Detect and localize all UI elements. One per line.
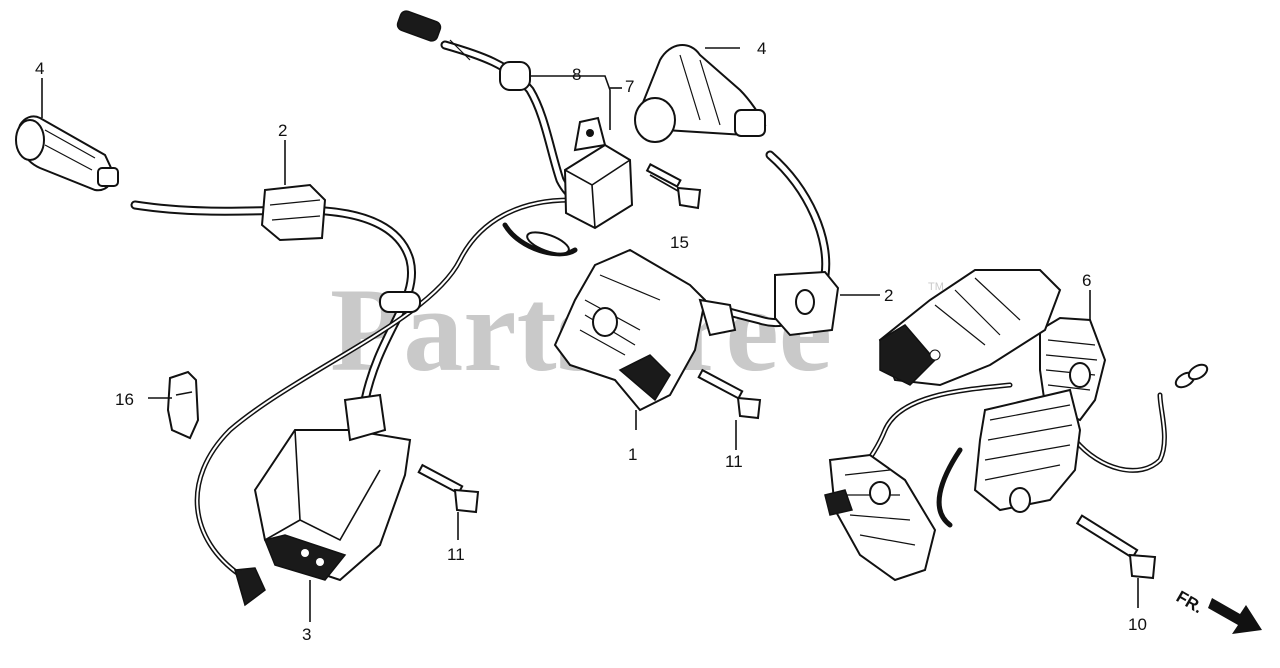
callout-1: 1 — [628, 445, 637, 464]
wire-terminals — [1174, 363, 1209, 389]
callout-10: 10 — [1128, 615, 1147, 634]
callout-8: 8 — [572, 65, 581, 84]
bolt-part-15 — [645, 163, 702, 210]
spark-plug-cap-left — [15, 115, 119, 192]
leader-lines — [41, 47, 1139, 622]
callout-labels: 4 2 8 7 4 15 2 6 16 1 11 11 3 10 — [35, 39, 1147, 644]
callout-3: 3 — [302, 625, 311, 644]
front-arrow-icon — [1208, 598, 1262, 634]
bolt-part-11-right — [697, 368, 762, 420]
callout-16: 16 — [115, 390, 134, 409]
callout-11-right: 11 — [725, 452, 743, 471]
wire-clamp-right — [774, 270, 840, 337]
bolt-part-11-left — [417, 463, 480, 514]
front-direction-marker: FR. — [1173, 587, 1262, 634]
callout-11-left: 11 — [447, 545, 465, 564]
wire-grommet — [379, 291, 421, 313]
callout-4-left: 4 — [35, 59, 44, 78]
ignition-coil-part-1 — [553, 248, 737, 412]
ignition-coil-part-3 — [234, 393, 412, 607]
callout-4-right: 4 — [757, 39, 766, 58]
callout-15: 15 — [670, 233, 689, 252]
callout-6: 6 — [1082, 271, 1091, 290]
front-label: FR. — [1173, 587, 1206, 617]
exciter-coil-upper — [878, 269, 1062, 387]
charge-coil-part-6 — [973, 316, 1107, 513]
spark-plug-cap-right — [634, 44, 767, 143]
watermark-trademark: TM — [928, 281, 944, 293]
wire-clip-part-16 — [166, 370, 200, 440]
bolt-part-10 — [1075, 514, 1157, 580]
grommet-part-8 — [396, 10, 531, 91]
callout-7: 7 — [625, 77, 634, 96]
condenser-part-7 — [526, 116, 634, 255]
exciter-coil-lower — [824, 453, 937, 582]
wire-clamp-left — [260, 183, 327, 242]
callout-2-right: 2 — [884, 286, 893, 305]
callout-2-left: 2 — [278, 121, 287, 140]
